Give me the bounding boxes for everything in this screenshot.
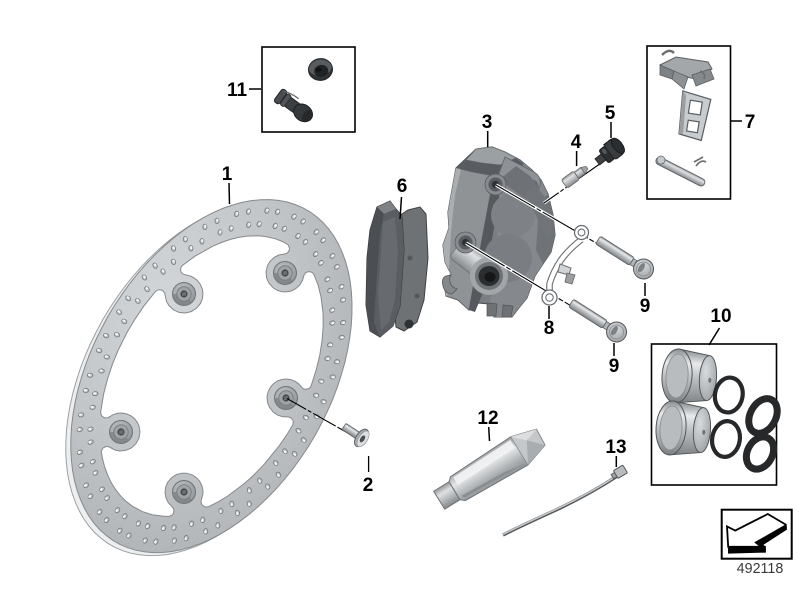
svg-text:13: 13 — [605, 437, 626, 458]
svg-text:2: 2 — [363, 475, 374, 496]
svg-text:8: 8 — [544, 318, 555, 339]
svg-text:6: 6 — [397, 176, 408, 197]
svg-text:5: 5 — [605, 103, 616, 124]
svg-text:492118: 492118 — [737, 561, 784, 577]
svg-text:3: 3 — [482, 112, 493, 133]
svg-text:11: 11 — [227, 80, 248, 101]
svg-text:9: 9 — [609, 356, 620, 377]
svg-text:1: 1 — [222, 164, 233, 185]
svg-text:10: 10 — [710, 306, 731, 327]
svg-text:9: 9 — [640, 296, 651, 317]
svg-text:4: 4 — [571, 132, 582, 153]
svg-text:12: 12 — [477, 408, 498, 429]
svg-text:7: 7 — [745, 112, 756, 133]
